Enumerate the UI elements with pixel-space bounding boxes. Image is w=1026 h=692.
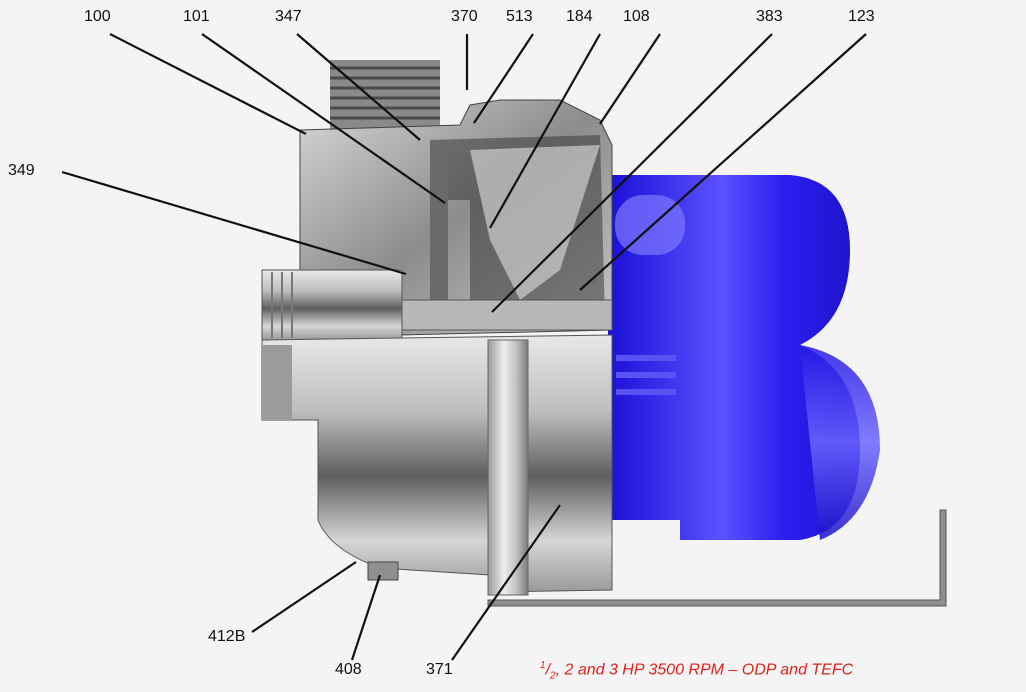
callout-349: 349 — [8, 162, 35, 179]
leader-513 — [473, 33, 534, 124]
callout-184: 184 — [566, 8, 593, 25]
caption-fraction-numerator: 1 — [540, 660, 546, 671]
leader-lines — [61, 33, 867, 661]
leader-101 — [201, 33, 446, 204]
motor — [608, 175, 880, 540]
drain-plug — [367, 561, 399, 581]
leader-100 — [109, 33, 307, 135]
baseplate — [487, 509, 947, 607]
volute-wall — [430, 140, 448, 330]
casing-lower — [261, 334, 613, 593]
callout-513: 513 — [506, 8, 533, 25]
leader-383 — [491, 33, 773, 313]
leader-412b — [251, 561, 357, 633]
inlet-flange — [262, 345, 292, 420]
shaft — [399, 299, 613, 331]
leader-347 — [296, 33, 421, 141]
leader-349 — [61, 170, 407, 276]
callout-383: 383 — [756, 8, 783, 25]
suction-inlet — [261, 269, 403, 341]
leader-408 — [350, 574, 382, 661]
callout-100: 100 — [84, 8, 111, 25]
caption-text: , 2 and 3 HP 3500 RPM – ODP and TEFC — [555, 661, 854, 679]
caption: 1/2, 2 and 3 HP 3500 RPM – ODP and TEFC — [540, 660, 854, 682]
leader-371 — [451, 504, 561, 661]
leader-123 — [579, 33, 867, 291]
seal-plate — [487, 339, 529, 596]
diffuser-cone — [470, 145, 600, 300]
callout-408: 408 — [335, 661, 362, 678]
leader-184 — [489, 33, 601, 229]
discharge-nozzle — [330, 60, 440, 130]
callout-108: 108 — [623, 8, 650, 25]
callout-370: 370 — [451, 8, 478, 25]
callout-347: 347 — [275, 8, 302, 25]
callout-101: 101 — [183, 8, 210, 25]
caption-fraction-denominator: 2 — [550, 670, 556, 682]
callout-412b: 412B — [208, 628, 246, 645]
callout-371: 371 — [426, 661, 453, 678]
callout-123: 123 — [848, 8, 875, 25]
leader-108 — [599, 33, 661, 125]
